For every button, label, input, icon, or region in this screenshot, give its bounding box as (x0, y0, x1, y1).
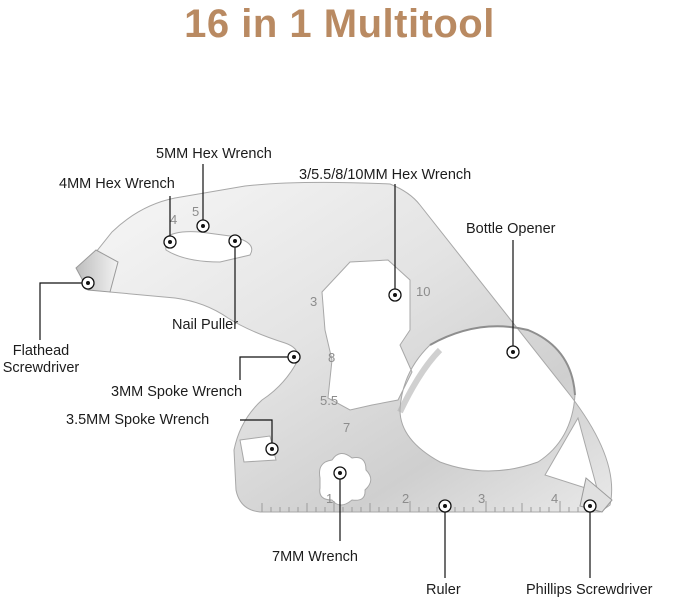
label-multi-hex-wrench: 3/5.5/8/10MM Hex Wrench (299, 167, 472, 183)
label-7mm-wrench: 7MM Wrench (272, 549, 358, 565)
engraved-4: 4 (170, 212, 177, 227)
engraved-10: 10 (416, 284, 430, 299)
engraved-7: 7 (343, 420, 350, 435)
label-bottle-opener: Bottle Opener (466, 221, 556, 237)
label-4mm-hex-wrench: 4MM Hex Wrench (59, 176, 175, 192)
leader-lines (39, 164, 591, 578)
label-flathead-screwdriver: Flathead Screwdriver (0, 343, 82, 377)
label-ruler: Ruler (426, 582, 461, 598)
engraved-8: 8 (328, 350, 335, 365)
callout-markers (81, 219, 597, 513)
engraved-5: 5 (192, 204, 199, 219)
label-5mm-hex-wrench: 5MM Hex Wrench (156, 146, 272, 162)
tool-body (87, 181, 613, 513)
label-nail-puller: Nail Puller (172, 317, 239, 333)
engraved-5-5: 5.5 (320, 393, 338, 408)
label-flathead-line2: Screwdriver (2, 360, 80, 376)
page-title: 16 in 1 Multitool (184, 2, 495, 46)
label-phillips-screwdriver: Phillips Screwdriver (526, 582, 653, 598)
ruler-ticks (261, 501, 579, 512)
label-flathead-line1: Flathead (12, 343, 70, 359)
engraved-3: 3 (310, 294, 317, 309)
ruler-number-1: 1 (326, 491, 333, 506)
label-3mm-spoke-wrench: 3MM Spoke Wrench (111, 384, 243, 400)
ruler-number-2: 2 (402, 491, 409, 506)
label-3-5mm-spoke-wrench: 3.5MM Spoke Wrench (66, 412, 210, 428)
ruler-number-3: 3 (478, 491, 485, 506)
ruler-number-4: 4 (551, 491, 558, 506)
